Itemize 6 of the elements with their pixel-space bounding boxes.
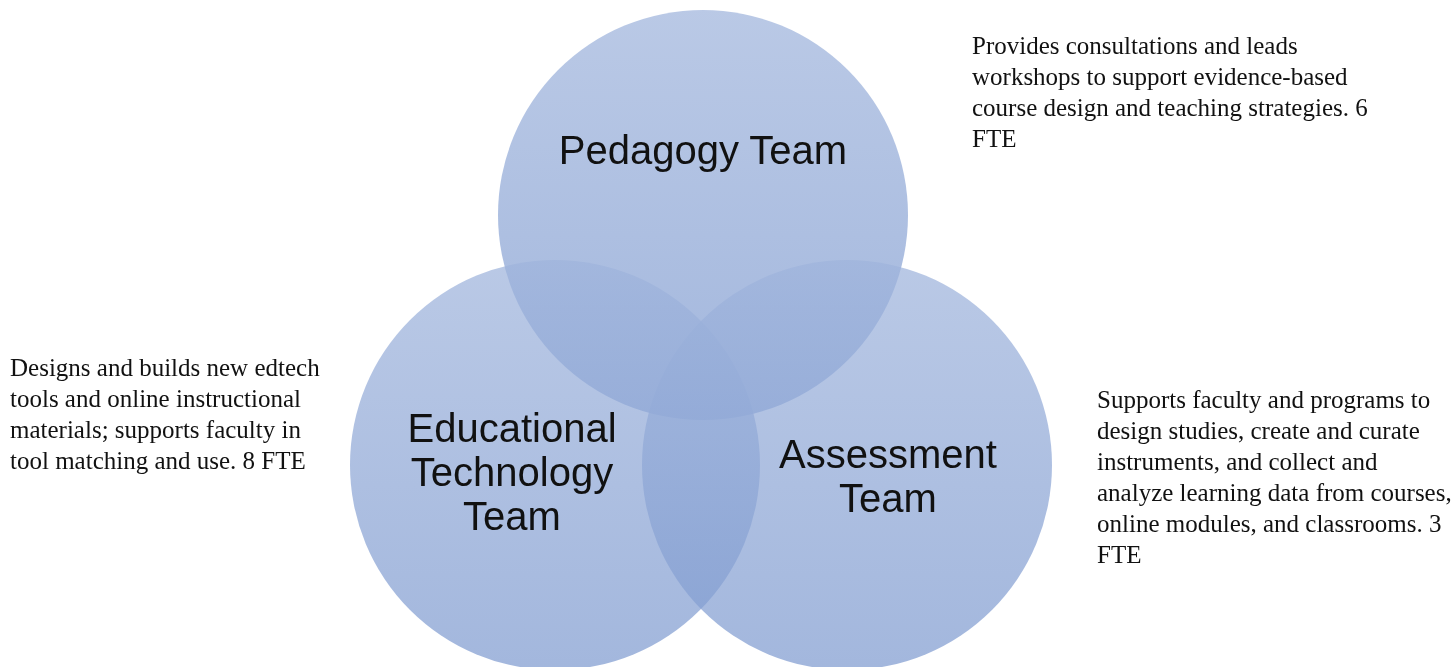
description-text: Supports faculty and programs to design studies, create and curate instruments, and collect and analyze learning data from courses, online modules, and classrooms. 3 FTE: [1097, 385, 1452, 570]
description-text: Provides consultations and leads workshops to support evidence-based course design and teaching strategies. 6 FTE: [972, 31, 1369, 154]
team-label: Pedagogy Team: [557, 128, 849, 172]
description-text: Designs and builds new edtech tools and online instructional materials; supports faculty in tool matching and use. 8 FTE: [10, 353, 321, 476]
team-label: Assessment Team: [778, 432, 998, 520]
team-label: Educational Technology Team: [406, 406, 618, 538]
